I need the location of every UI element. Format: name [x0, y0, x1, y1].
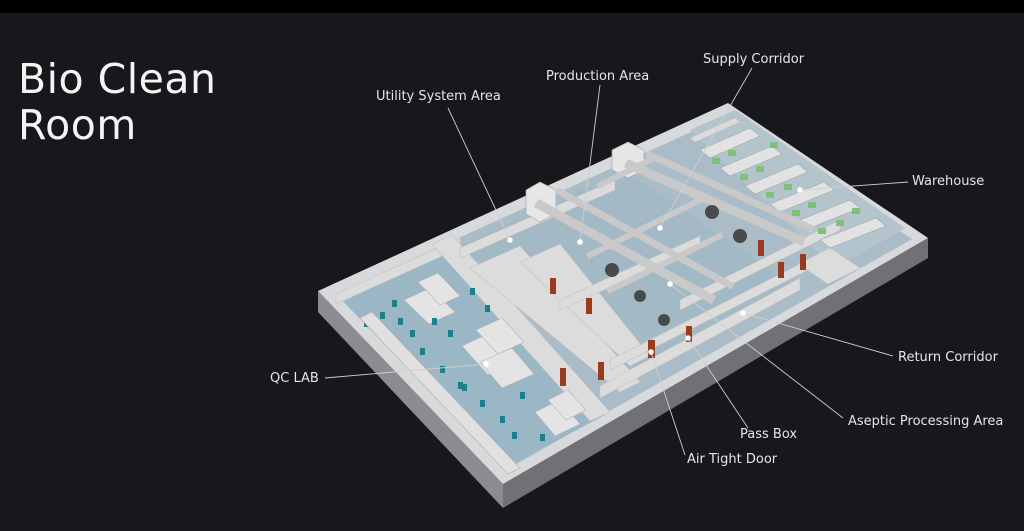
dot-aseptic: [667, 281, 673, 287]
slab-front-face: [318, 291, 503, 508]
label-utility-system-area: Utility System Area: [376, 89, 501, 104]
leader-airtight: [650, 351, 686, 456]
leader-return: [742, 312, 894, 357]
dot-warehouse: [797, 187, 803, 193]
building-model: [318, 103, 928, 508]
title-line-2: Room: [18, 101, 137, 149]
label-aseptic-processing-area: Aseptic Processing Area: [848, 414, 1004, 429]
title-line-1: Bio Clean: [18, 55, 217, 103]
leader-lines: [324, 67, 909, 456]
label-return-corridor: Return Corridor: [898, 350, 998, 365]
label-air-tight-door: Air Tight Door: [687, 452, 778, 467]
dot-return: [740, 310, 746, 316]
slab-right-face: [503, 238, 928, 508]
label-qc-lab: QC LAB: [270, 371, 319, 386]
warehouse-racks: [699, 127, 887, 249]
label-supply-corridor: Supply Corridor: [703, 52, 805, 67]
top-bar: [0, 0, 1024, 13]
leader-utility: [447, 107, 511, 241]
label-production-area: Production Area: [546, 69, 650, 84]
ducts: [533, 150, 815, 305]
dot-qc: [483, 361, 489, 367]
leader-qc: [324, 363, 487, 379]
warehouse-pallets: [712, 142, 860, 234]
dot-passbox: [685, 335, 691, 341]
dot-production: [577, 239, 583, 245]
label-pass-box: Pass Box: [740, 427, 798, 442]
dot-utility: [507, 237, 513, 243]
leader-supply: [659, 67, 753, 229]
leader-warehouse: [799, 181, 909, 191]
doors: [550, 240, 806, 386]
leader-passbox: [687, 337, 749, 429]
leader-dots: [483, 187, 803, 367]
qc-lab-benches: [403, 272, 587, 437]
leader-aseptic: [669, 283, 844, 419]
leader-production: [579, 84, 601, 243]
duct-fans: [605, 205, 747, 326]
dot-supply: [657, 225, 663, 231]
label-warehouse: Warehouse: [912, 174, 985, 189]
page-title: Bio Clean Room: [18, 56, 217, 148]
qc-wall-bench: [359, 311, 521, 475]
dot-airtight: [648, 349, 654, 355]
